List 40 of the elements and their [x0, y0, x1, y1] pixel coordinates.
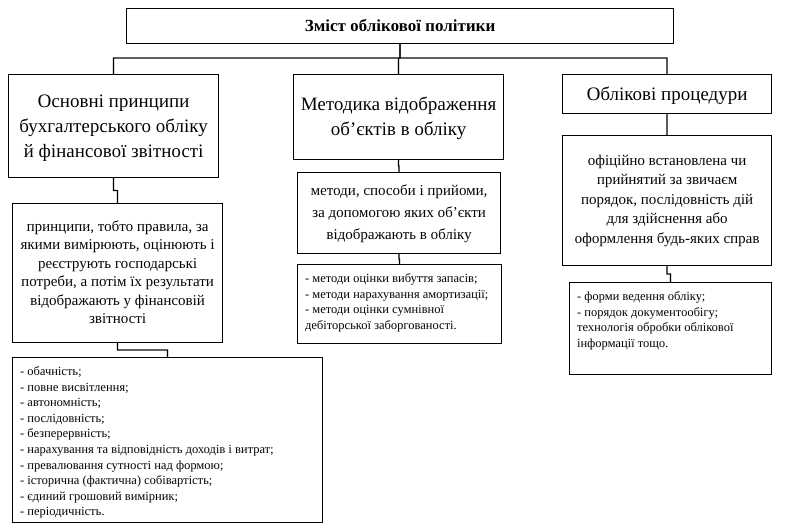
connector-line: [399, 44, 668, 74]
list-box: [297, 264, 502, 344]
list-item: технологія обробки облікової інформації тощо.: [577, 320, 734, 351]
text-box: [562, 74, 772, 114]
text-box: [293, 74, 504, 160]
box-text: принципи, тобто правила, за якими вимірюють, оцінюють і реєструють господарські потреби, а потім їх результати відображають у фінансовій звітності: [19, 218, 216, 328]
list-item: - методи оцінки сумнівної дебіторської заборгованості.: [305, 302, 458, 333]
box-text: Облікові процедури: [586, 82, 748, 106]
list-item: - безперервність;: [20, 426, 112, 442]
connector-line: [398, 160, 400, 172]
list-item: - історична (фактична) собівартість;: [20, 473, 214, 489]
list-box: [12, 357, 323, 523]
title-box: [126, 8, 674, 44]
title: Зміст облікової політики: [304, 16, 496, 36]
list-item: - автономність;: [20, 395, 102, 411]
list-item: - обачність;: [20, 364, 83, 380]
connector-line: [398, 254, 400, 264]
list-item: - превалювання сутності над формою;: [20, 458, 224, 474]
list-item: - методи нарахування амортизації;: [305, 286, 490, 302]
connector-line: [112, 178, 118, 203]
list-item: - порядок документообігу;: [577, 304, 720, 320]
connector-line: [116, 343, 168, 357]
box-text: Методика відображення об’єктів в обліку: [300, 93, 498, 142]
list-box: [569, 282, 772, 375]
list-item: - форми ведення обліку;: [577, 289, 706, 304]
list-item: - періодичність.: [20, 504, 106, 520]
text-box: [562, 135, 772, 266]
text-box: [12, 203, 223, 343]
box-text: Основні принципи бухгалтерського обліку й фінансової звітності: [18, 90, 209, 164]
connector-line: [666, 266, 672, 282]
list-item: - нарахування та відповідність доходів і витрат;: [20, 442, 275, 458]
box-text: методи, способи і прийоми, за допомогою яких об’єкти відображають в обліку: [310, 182, 488, 245]
list-item: - послідовність;: [20, 410, 106, 426]
list-item: - повне висвітлення;: [20, 380, 130, 396]
list-item: - єдиний грошовий вимірник;: [20, 488, 179, 504]
text-box: [8, 74, 219, 178]
list-item: - методи оцінки вибуття запасів;: [305, 271, 478, 286]
text-box: [297, 172, 501, 254]
connector-line: [666, 114, 668, 135]
box-text: офіційно встановлена чи прийнятий за звичаєм порядок, послідовність дій для здійснення або оформлення будь-яких справ: [574, 152, 760, 249]
